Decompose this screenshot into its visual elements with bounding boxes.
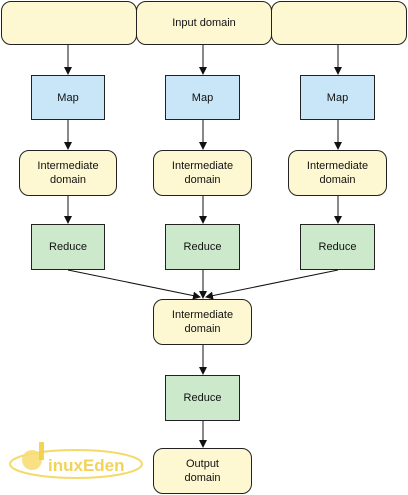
final-reduce-label: Reduce [183, 392, 222, 404]
map-label-2: Map [191, 91, 214, 104]
edge-reduce-3-to-merged [205, 269, 339, 300]
reduce-node-1: Reduce [31, 224, 105, 270]
intermediate-label-1: Intermediate domain [37, 160, 99, 186]
linuxeden-watermark-logo: inuxEden [6, 438, 166, 488]
input-domain-label: Input domain [172, 17, 236, 29]
reduce-node-2: Reduce [165, 224, 240, 270]
map-label-1: Map [57, 91, 79, 104]
intermediate-node-3: Intermediate domain [288, 150, 387, 196]
output-domain-label: Output domain [184, 458, 221, 484]
watermark-text: inuxEden [48, 456, 125, 475]
input-domain-left-segment [1, 1, 137, 45]
map-label-3: Map [326, 91, 349, 104]
merged-intermediate-node: Intermediate domain [153, 299, 252, 345]
merged-intermediate-label: Intermediate domain [171, 309, 234, 335]
final-reduce-node: Reduce [165, 375, 240, 421]
intermediate-label-3: Intermediate domain [306, 160, 369, 186]
intermediate-node-2: Intermediate domain [153, 150, 252, 196]
map-node-3: Map [300, 75, 375, 120]
map-node-2: Map [165, 75, 240, 120]
input-domain-box: Input domain [136, 1, 272, 45]
reduce-label-2: Reduce [183, 241, 222, 253]
reduce-label-3: Reduce [318, 241, 357, 253]
reduce-node-3: Reduce [300, 224, 375, 270]
intermediate-node-1: Intermediate domain [19, 150, 117, 196]
input-domain-right-segment [271, 1, 407, 45]
map-node-1: Map [31, 75, 105, 120]
output-domain-node: Output domain [153, 448, 252, 494]
edge-reduce-1-to-merged [67, 269, 201, 300]
reduce-label-1: Reduce [49, 241, 87, 253]
intermediate-label-2: Intermediate domain [171, 160, 234, 186]
